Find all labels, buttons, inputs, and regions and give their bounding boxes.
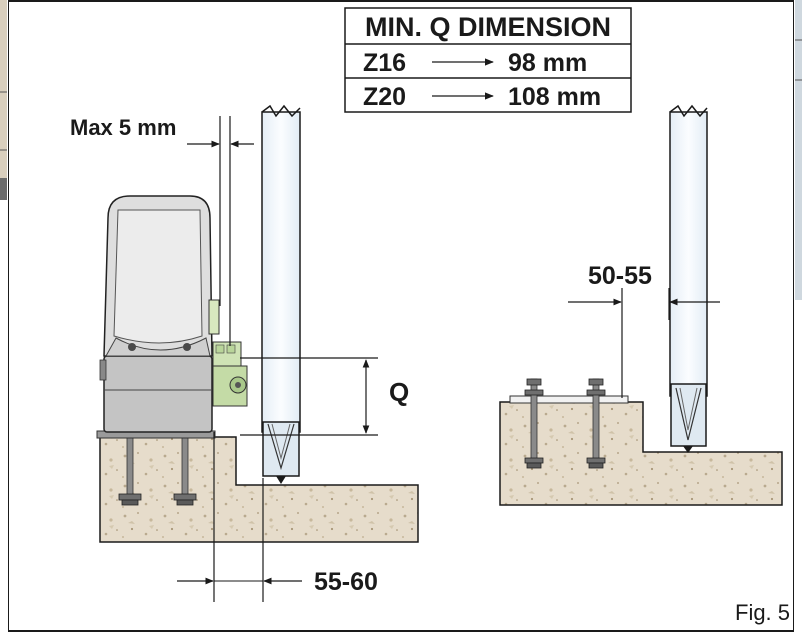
motor-base-housing [103, 355, 213, 433]
left-margin [0, 0, 8, 632]
cover-screw-icon [128, 343, 136, 351]
right-concrete-foundation [499, 401, 783, 506]
left-anchor-bolts [118, 436, 197, 506]
cover-screw-icon [183, 343, 191, 351]
right-dimension: 50-55 [568, 262, 720, 398]
q-label: Q [389, 377, 409, 407]
row-model: Z16 [363, 49, 406, 77]
table-header: MIN. Q DIMENSION [365, 12, 611, 42]
row-value: 108 mm [508, 83, 601, 111]
left-edge-fragment [0, 0, 7, 200]
gate-motor-unit [99, 195, 248, 433]
table-row-z16: Z16 98 mm [363, 49, 587, 77]
max-gap-label: Max 5 mm [70, 115, 176, 140]
bottom-dimension: 55-60 [177, 432, 378, 602]
left-concrete-foundation [99, 436, 419, 543]
bottom-dimension-label: 55-60 [314, 568, 378, 596]
figure-caption: Fig. 5 [735, 600, 790, 625]
right-gate-leaf [669, 104, 708, 453]
left-gate-leaf [261, 104, 301, 484]
break-line [669, 104, 708, 118]
break-line [261, 104, 301, 118]
right-base-plate [509, 395, 629, 404]
row-value: 98 mm [508, 49, 587, 77]
limit-switch-bracket [208, 299, 220, 335]
q-dimension: Q [240, 357, 409, 436]
right-dimension-label: 50-55 [588, 262, 652, 290]
row-model: Z20 [363, 83, 406, 111]
right-anchor-bolts [524, 378, 606, 469]
right-margin [794, 0, 802, 632]
right-edge-fragment [795, 0, 802, 300]
table-row-z20: Z20 108 mm [363, 83, 601, 111]
min-q-dimension-table: MIN. Q DIMENSION Z16 98 mm Z20 108 mm [344, 7, 632, 113]
max-gap-dimension: Max 5 mm [70, 115, 254, 346]
